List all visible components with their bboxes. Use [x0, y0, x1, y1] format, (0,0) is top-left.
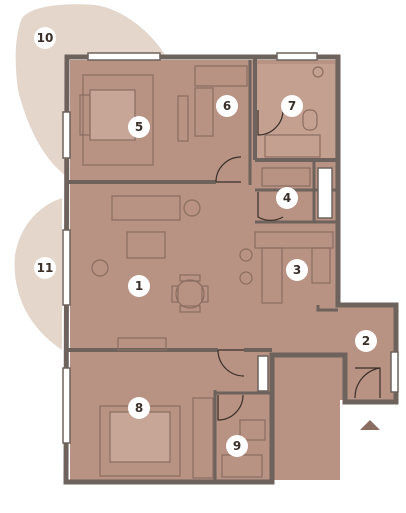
room-badge-8: 8 — [128, 397, 150, 419]
sink-7 — [312, 66, 324, 78]
room-badge-5: 5 — [128, 116, 150, 138]
chair-1 — [91, 259, 109, 277]
room-badge-6: 6 — [216, 95, 238, 117]
room-badge-10: 10 — [34, 27, 56, 49]
window-4 — [317, 167, 333, 219]
room-badge-2: 2 — [355, 330, 377, 352]
room-badge-3: 3 — [286, 259, 308, 281]
room-label-7: 7 — [288, 99, 296, 113]
plant-1 — [183, 199, 201, 217]
tub-7 — [264, 134, 321, 158]
door-9 — [217, 394, 244, 421]
window-living — [62, 229, 71, 306]
wall-hall-inner — [316, 305, 338, 312]
door-bedroom5 — [215, 156, 242, 183]
window-top-right — [276, 52, 318, 61]
windows — [62, 52, 399, 444]
door-8 — [217, 349, 245, 377]
window-9 — [257, 355, 269, 392]
window-hall — [390, 351, 399, 393]
room-label-6: 6 — [223, 99, 231, 113]
room-badge-11: 11 — [34, 257, 56, 279]
room-label-11: 11 — [37, 261, 54, 275]
room-label-3: 3 — [293, 263, 301, 277]
door-7 — [257, 109, 284, 136]
room-badges: 10 5 6 7 4 11 1 3 — [34, 27, 377, 457]
wardrobe-8 — [192, 397, 214, 479]
room-badge-9: 9 — [226, 435, 248, 457]
room-label-5: 5 — [135, 120, 143, 134]
door-entrance — [354, 367, 381, 399]
room-label-9: 9 — [233, 439, 241, 453]
tv-unit-1 — [117, 337, 167, 351]
wall-8-9 — [213, 390, 272, 482]
room-badge-4: 4 — [276, 187, 298, 209]
kitchen-counter — [254, 231, 334, 249]
room-label-2: 2 — [362, 334, 370, 348]
room-label-10: 10 — [37, 31, 54, 45]
window-top-left — [87, 52, 161, 61]
window-bedroom8 — [62, 367, 71, 444]
sofa-1 — [111, 195, 181, 221]
room-badge-1: 1 — [128, 275, 150, 297]
desk-5 — [177, 95, 189, 142]
room-label-4: 4 — [283, 191, 291, 205]
balcony-10 — [15, 4, 165, 175]
bed-5 — [82, 74, 154, 166]
dining-table — [175, 279, 205, 309]
door-4 — [257, 192, 284, 221]
window-bedroom5 — [62, 111, 71, 159]
triangle-up-icon — [360, 420, 380, 430]
room-label-8: 8 — [135, 401, 143, 415]
sink-9 — [239, 419, 266, 441]
room-badge-7: 7 — [281, 95, 303, 117]
wardrobe-6 — [194, 65, 248, 87]
room-label-1: 1 — [135, 279, 143, 293]
furniture — [79, 65, 334, 479]
coffee-table-1 — [126, 231, 166, 259]
doors — [215, 109, 381, 421]
